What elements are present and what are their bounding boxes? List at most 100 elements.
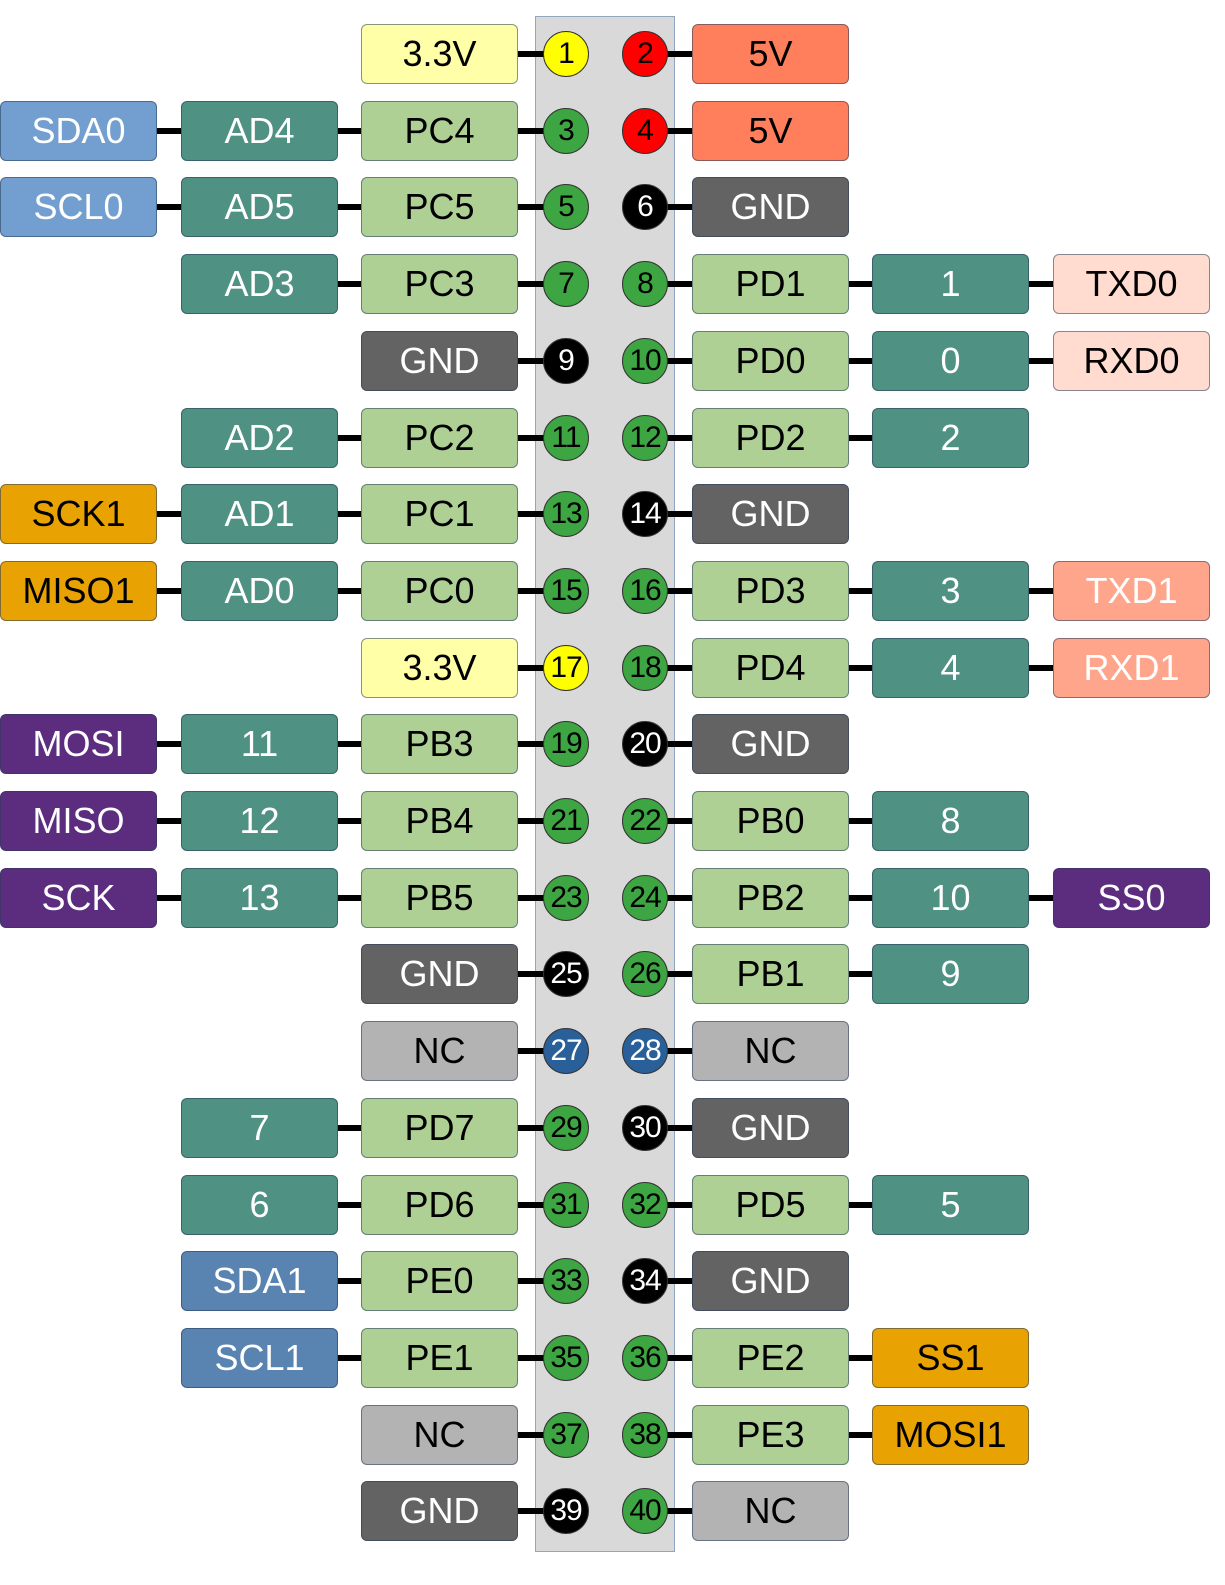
pin-28: 28 [622, 1028, 668, 1075]
pin-label-port: PC2 [361, 407, 518, 468]
pin-label-port: PE2 [692, 1327, 849, 1388]
pin-21: 21 [543, 798, 589, 844]
pin-label-port: PC4 [361, 100, 518, 161]
pin-36: 36 [622, 1334, 668, 1381]
pin-label-func: 10 [872, 867, 1029, 928]
pin-label-spi1: MOSI1 [872, 1404, 1029, 1465]
pin-label-gnd: GND [692, 177, 849, 238]
pin-13: 13 [543, 491, 589, 538]
pin-label-port: PB2 [692, 867, 849, 928]
pin-25: 25 [543, 951, 589, 998]
pin-label-spi: MOSI [0, 714, 157, 775]
pin-label-func: AD3 [181, 254, 338, 315]
pin-label-port: PC3 [361, 254, 518, 315]
pin-label-port: PD7 [361, 1097, 518, 1158]
pin-label-nc: NC [361, 1404, 518, 1465]
pin-11: 11 [543, 414, 589, 461]
pin-label-gnd: GND [692, 714, 849, 775]
pin-label-port: PB4 [361, 791, 518, 851]
pin-label-func: 8 [872, 791, 1029, 851]
pin-label-i2c1: SDA1 [181, 1251, 338, 1312]
pin-label-port: PD5 [692, 1174, 849, 1235]
pin-label-port: PD2 [692, 407, 849, 468]
pin-22: 22 [622, 798, 668, 844]
pin-17: 17 [543, 644, 589, 691]
pin-label-gnd: GND [361, 944, 518, 1005]
pin-label-nc: NC [361, 1021, 518, 1082]
pin-label-port: PD4 [692, 637, 849, 698]
pin-38: 38 [622, 1411, 668, 1458]
pin-16: 16 [622, 567, 668, 614]
pin-label-func: 7 [181, 1097, 338, 1158]
pin-label-func: 0 [872, 330, 1029, 391]
pin-label-spi: MISO [0, 791, 157, 851]
pin-1: 1 [543, 31, 589, 77]
pin-12: 12 [622, 414, 668, 461]
pin-label-port: PB5 [361, 867, 518, 928]
pin-label-func: 12 [181, 791, 338, 851]
pin-37: 37 [543, 1411, 589, 1458]
pin-label-i2c0: SDA0 [0, 100, 157, 161]
pin-label-power5: 5V [692, 100, 849, 161]
pin-label-gnd: GND [361, 1481, 518, 1542]
pin-31: 31 [543, 1181, 589, 1228]
pin-label-func: AD4 [181, 100, 338, 161]
pin-label-func: 4 [872, 637, 1029, 698]
pin-24: 24 [622, 874, 668, 921]
pin-label-gnd: GND [692, 484, 849, 545]
pin-label-gnd: GND [692, 1097, 849, 1158]
pin-label-uart1: RXD1 [1053, 637, 1210, 698]
pin-label-spi1: SS1 [872, 1327, 1029, 1388]
pin-label-port: PE3 [692, 1404, 849, 1465]
pin-label-func: AD2 [181, 407, 338, 468]
pin-33: 33 [543, 1258, 589, 1305]
pin-label-func: AD1 [181, 484, 338, 545]
pin-label-port: PD0 [692, 330, 849, 391]
pin-14: 14 [622, 491, 668, 538]
pin-18: 18 [622, 644, 668, 691]
pin-label-port: PB1 [692, 944, 849, 1005]
pin-7: 7 [543, 261, 589, 308]
pin-label-power33: 3.3V [361, 637, 518, 698]
pin-label-port: PD3 [692, 560, 849, 621]
pin-label-func: 2 [872, 407, 1029, 468]
pin-10: 10 [622, 337, 668, 384]
pin-label-port: PD1 [692, 254, 849, 315]
pin-label-func: AD0 [181, 560, 338, 621]
pin-label-spi: SS0 [1053, 867, 1210, 928]
pin-label-spi1: MISO1 [0, 560, 157, 621]
pin-23: 23 [543, 874, 589, 921]
pin-label-port: PE1 [361, 1327, 518, 1388]
pin-label-port: PC0 [361, 560, 518, 621]
pin-30: 30 [622, 1104, 668, 1151]
pin-label-func: 6 [181, 1174, 338, 1235]
pin-header [535, 16, 675, 1552]
pin-6: 6 [622, 184, 668, 231]
pin-3: 3 [543, 107, 589, 154]
pin-27: 27 [543, 1028, 589, 1075]
pin-8: 8 [622, 261, 668, 308]
pin-20: 20 [622, 721, 668, 768]
pin-label-i2c1: SCL1 [181, 1327, 338, 1388]
pin-32: 32 [622, 1181, 668, 1228]
pin-label-func: 13 [181, 867, 338, 928]
pin-label-i2c0: SCL0 [0, 177, 157, 238]
pin-label-uart0: TXD0 [1053, 254, 1210, 315]
pin-label-func: 1 [872, 254, 1029, 315]
pin-label-spi1: SCK1 [0, 484, 157, 545]
pin-34: 34 [622, 1258, 668, 1305]
pin-2: 2 [622, 31, 668, 77]
pin-label-port: PB3 [361, 714, 518, 775]
pin-label-nc: NC [692, 1481, 849, 1542]
pin-label-port: PC5 [361, 177, 518, 238]
pin-label-gnd: GND [361, 330, 518, 391]
pin-label-spi: SCK [0, 867, 157, 928]
pin-29: 29 [543, 1104, 589, 1151]
pin-label-uart0: RXD0 [1053, 330, 1210, 391]
pin-label-func: 5 [872, 1174, 1029, 1235]
pin-label-func: 3 [872, 560, 1029, 621]
pin-label-port: PD6 [361, 1174, 518, 1235]
pin-label-gnd: GND [692, 1251, 849, 1312]
pin-label-nc: NC [692, 1021, 849, 1082]
